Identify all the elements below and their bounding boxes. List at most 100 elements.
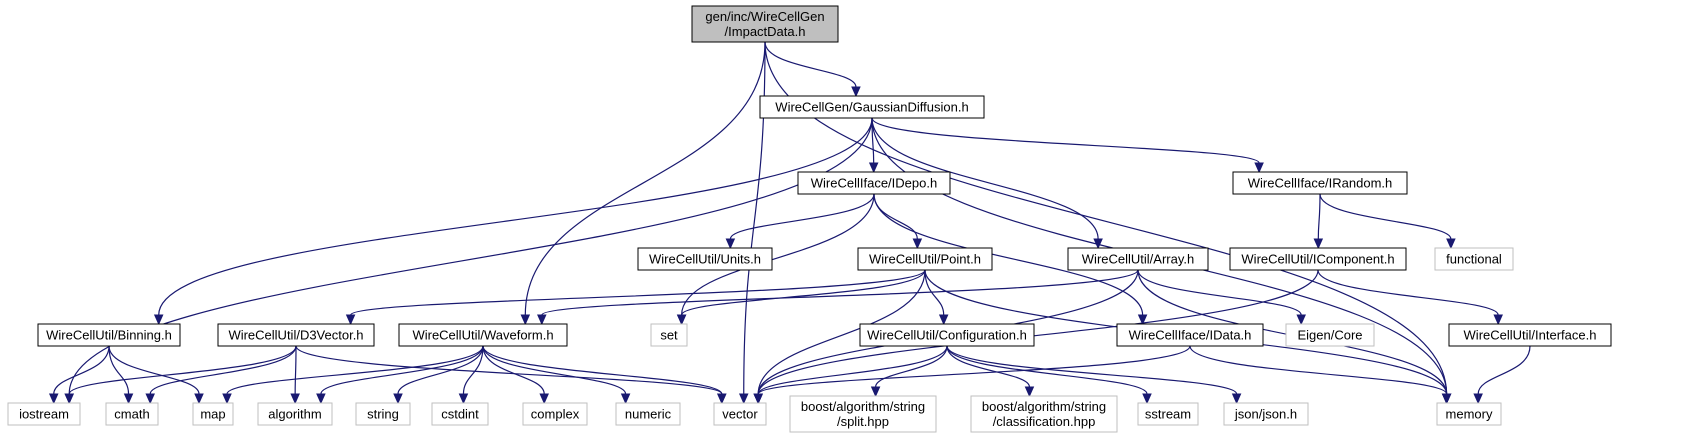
edge-waveform-to-vector [482,345,727,405]
node-box [1223,402,1309,426]
edge-waveform-to-cstdint [458,345,484,405]
edge-waveform-to-string [393,345,484,405]
node-label: cstdint [441,407,479,422]
edge-idepo-to-idata [873,193,1148,326]
node-label: gen/inc/WireCellGen [705,9,824,24]
edge-gaussian-to-irandom [871,117,1264,174]
node-box [691,5,839,43]
edge-configuration-to-classification [946,345,1035,398]
node-box [398,323,568,347]
edge-waveform-to-numeric [482,345,631,405]
graph-nodes: gen/inc/WireCellGen/ImpactData.hWireCell… [7,5,1612,433]
edge-binning-to-cmath [108,345,134,405]
node-cstdint: cstdint [431,402,489,426]
node-impactdata[interactable]: gen/inc/WireCellGen/ImpactData.h [691,5,839,43]
node-label: WireCellUtil/Units.h [649,252,761,267]
node-box [257,402,333,426]
node-box [1116,323,1264,347]
edge-point-to-set [676,269,926,326]
node-box [1137,402,1199,426]
node-label: WireCellUtil/Waveform.h [412,328,553,343]
node-d3vector[interactable]: WireCellUtil/D3Vector.h [217,323,375,347]
node-label: /ImpactData.h [725,24,806,39]
node-label: WireCellUtil/Configuration.h [867,328,1027,343]
node-point[interactable]: WireCellUtil/Point.h [857,247,993,271]
node-idepo[interactable]: WireCellIface/IDepo.h [797,171,951,195]
node-box [857,247,993,271]
node-label: Eigen/Core [1297,328,1362,343]
edge-icomponent-to-interface [1317,269,1503,326]
node-box [431,402,489,426]
node-box [1232,171,1408,195]
node-box [355,402,411,426]
node-interface[interactable]: WireCellUtil/Interface.h [1448,323,1612,347]
node-json: json/json.h [1223,402,1309,426]
edge-gaussian-to-binning [153,117,873,326]
edge-configuration-to-sstream [946,345,1152,405]
node-icomponent[interactable]: WireCellUtil/IComponent.h [1229,247,1407,271]
node-label: WireCellUtil/Binning.h [46,328,172,343]
node-sstream: sstream [1137,402,1199,426]
node-idata[interactable]: WireCellIface/IData.h [1116,323,1264,347]
node-label: boost/algorithm/string [801,399,925,414]
edge-point-to-configuration [924,269,949,326]
node-gaussian[interactable]: WireCellGen/GaussianDiffusion.h [759,95,985,119]
node-box [759,95,985,119]
node-complex: complex [522,402,588,426]
node-binning[interactable]: WireCellUtil/Binning.h [37,323,181,347]
node-box [1436,402,1502,426]
node-label: vector [722,407,758,422]
node-box [637,247,773,271]
node-box [615,402,681,426]
edge-waveform-to-map [222,345,484,405]
node-box [1067,247,1209,271]
edge-idata-to-memory [1189,345,1452,405]
edge-idata-to-vector [753,345,1191,405]
node-label: iostream [19,407,69,422]
node-split: boost/algorithm/string/split.hpp [789,395,937,433]
node-label: WireCellUtil/IComponent.h [1241,252,1394,267]
node-label: functional [1446,252,1502,267]
node-functional: functional [1434,247,1514,271]
node-memory: memory [1436,402,1502,426]
edge-configuration-to-split [870,345,948,398]
node-label: complex [531,407,580,422]
node-box [217,323,375,347]
node-box [105,402,159,426]
node-box [713,402,767,426]
edge-array-to-eigen [1137,269,1306,326]
edge-configuration-to-json [946,345,1242,405]
edge-d3vector-to-iostream [64,345,297,405]
node-box [1448,323,1612,347]
node-box [789,395,937,433]
node-box [859,323,1035,347]
node-box [797,171,951,195]
node-classification: boost/algorithm/string/classification.hp… [970,395,1118,433]
edge-irandom-to-functional [1319,193,1456,250]
node-label: /classification.hpp [993,414,1096,429]
node-box [522,402,588,426]
node-label: set [660,328,678,343]
node-label: cmath [114,407,149,422]
node-label: WireCellIface/IRandom.h [1248,176,1393,191]
node-label: sstream [1145,407,1191,422]
edge-idepo-to-units [725,193,875,250]
node-label: WireCellUtil/Array.h [1082,252,1194,267]
node-label: map [200,407,225,422]
node-label: WireCellUtil/Point.h [869,252,981,267]
node-units[interactable]: WireCellUtil/Units.h [637,247,773,271]
node-numeric: numeric [615,402,681,426]
node-irandom[interactable]: WireCellIface/IRandom.h [1232,171,1408,195]
node-configuration[interactable]: WireCellUtil/Configuration.h [859,323,1035,347]
node-box [37,323,181,347]
node-label: json/json.h [1234,407,1297,422]
node-vector: vector [713,402,767,426]
node-waveform[interactable]: WireCellUtil/Waveform.h [398,323,568,347]
node-eigen: Eigen/Core [1285,323,1375,347]
node-label: WireCellGen/GaussianDiffusion.h [775,100,968,115]
node-label: string [367,407,399,422]
edge-array-to-waveform [537,269,1139,326]
edge-waveform-to-complex [482,345,549,405]
node-array[interactable]: WireCellUtil/Array.h [1067,247,1209,271]
